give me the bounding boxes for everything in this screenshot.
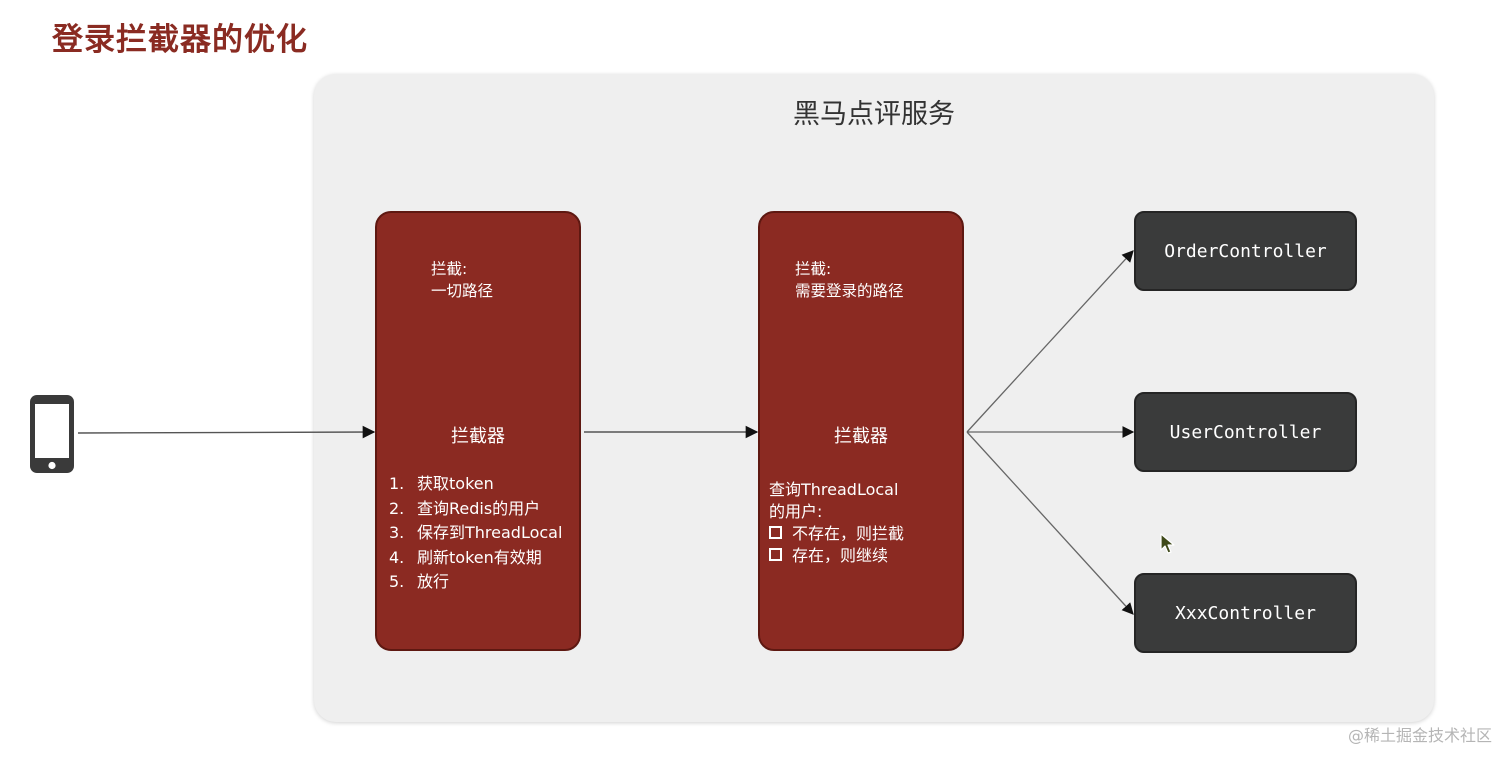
check-item-not-exist: 不存在，则拦截 <box>769 523 904 545</box>
user-controller: UserController <box>1134 392 1357 472</box>
service-title: 黑马点评服务 <box>793 99 955 130</box>
checkbox-icon <box>769 548 782 561</box>
mobile-phone-icon <box>28 393 76 479</box>
interceptor-2-checks: 查询ThreadLocal 的用户: 不存在，则拦截 存在，则继续 <box>769 479 904 567</box>
checkbox-icon <box>769 526 782 539</box>
arrow-to-xxx-controller <box>966 431 1134 615</box>
mouse-pointer-icon <box>1160 533 1176 559</box>
check-item-exist: 存在，则继续 <box>769 545 904 567</box>
step-item: 1.获取token <box>389 474 494 493</box>
interceptor-2-scope-label: 拦截: <box>795 260 832 278</box>
step-item: 3.保存到ThreadLocal <box>389 523 563 542</box>
interceptor-2-scope: 拦截: 需要登录的路径 <box>795 258 904 302</box>
interceptor-1-steps: 1.获取token 2.查询Redis的用户 3.保存到ThreadLocal … <box>389 472 562 595</box>
step-item: 4.刷新token有效期 <box>389 547 542 567</box>
page-title: 登录拦截器的优化 <box>52 22 308 58</box>
order-controller: OrderController <box>1134 211 1357 291</box>
interceptor-2-name: 拦截器 <box>834 426 888 447</box>
interceptor-2: 拦截: 需要登录的路径 拦截器 查询ThreadLocal 的用户: 不存在，则… <box>758 211 964 651</box>
watermark: @稀土掘金技术社区 <box>1347 726 1492 745</box>
query-line-2: 的用户: <box>769 502 823 521</box>
interceptor-1-scope-value: 一切路径 <box>431 282 494 300</box>
arrow-to-order-controller <box>966 250 1134 433</box>
query-line-1: 查询ThreadLocal <box>769 480 899 499</box>
interceptor-2-scope-value: 需要登录的路径 <box>795 282 904 300</box>
arrow-phone-to-interceptor-1 <box>77 425 376 439</box>
step-item: 5.放行 <box>389 572 450 591</box>
interceptor-1-scope: 拦截: 一切路径 <box>431 258 493 302</box>
interceptor-1: 拦截: 一切路径 拦截器 1.获取token 2.查询Redis的用户 3.保存… <box>375 211 581 651</box>
interceptor-1-name: 拦截器 <box>451 426 505 447</box>
xxx-controller: XxxController <box>1134 573 1357 653</box>
interceptor-1-scope-label: 拦截: <box>431 260 468 278</box>
step-item: 2.查询Redis的用户 <box>389 498 541 518</box>
